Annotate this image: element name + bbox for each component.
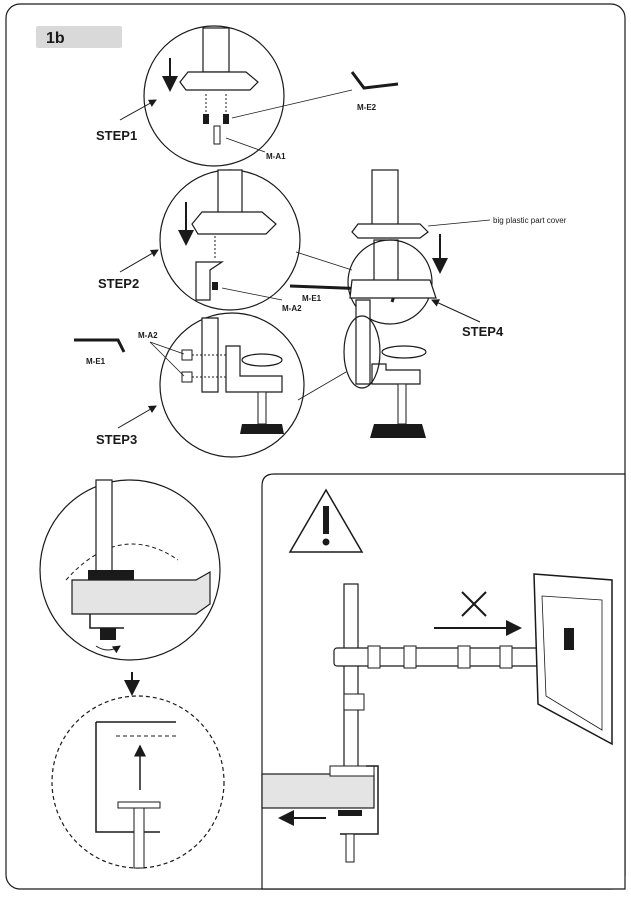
step2-detail-circle (159, 169, 301, 311)
warning-panel (261, 473, 626, 890)
page-badge: 1b (36, 26, 122, 48)
step3-label: STEP3 (96, 432, 137, 447)
step1-detail-circle (143, 25, 285, 167)
cross-mark-icon (461, 591, 487, 617)
step4-assembly (343, 169, 448, 438)
hex-key-m-e1-step3: M-E1 (74, 338, 126, 366)
warning-triangle-icon (288, 488, 364, 553)
step1-label: STEP1 (96, 128, 137, 143)
part-label-m-a2-step3: M-A2 (138, 331, 158, 340)
monitor (533, 573, 613, 746)
clamp-adjust-detail (51, 695, 225, 869)
step3-detail-circle (159, 312, 305, 458)
desk-slab (261, 773, 375, 809)
page-badge-label: 1b (46, 30, 65, 47)
step2-label: STEP2 (98, 276, 139, 291)
desk-slab (71, 570, 211, 615)
step4-label: STEP4 (462, 324, 504, 339)
hex-key-m-e2: M-E2 (231, 71, 399, 119)
part-label-m-e1-step2: M-E1 (302, 294, 322, 303)
clamp-install-detail (39, 479, 221, 696)
part-label-m-e1-step3: M-E1 (86, 357, 106, 366)
part-label-m-e2: M-E2 (357, 103, 377, 112)
plastic-cover-note: big plastic part cover (493, 216, 567, 225)
part-label-m-a2-step2: M-A2 (282, 304, 302, 313)
part-label-m-a1: M-A1 (266, 152, 286, 161)
